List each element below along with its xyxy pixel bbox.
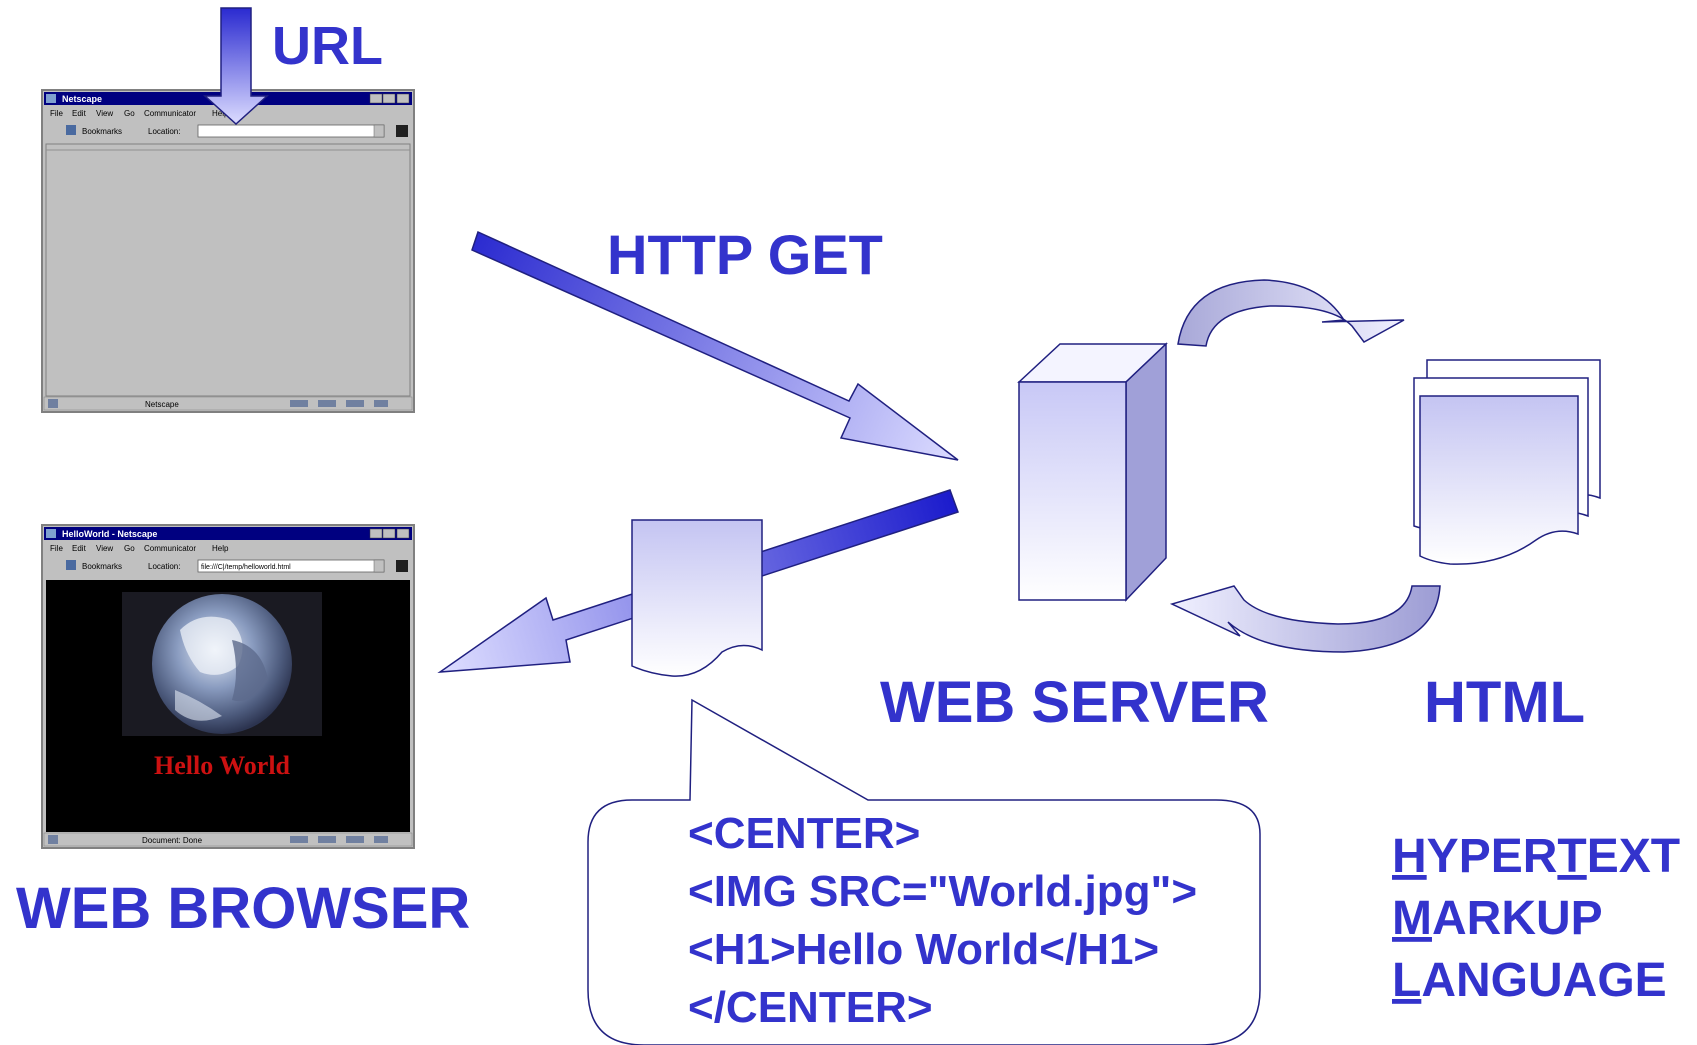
url-arrow bbox=[203, 7, 269, 126]
status-icons bbox=[48, 399, 388, 408]
html-documents-icon bbox=[1413, 359, 1601, 565]
menu-help[interactable]: Help bbox=[212, 109, 229, 118]
browser-logo-icon bbox=[46, 94, 56, 103]
acronym-part: EXT bbox=[1587, 830, 1680, 883]
acronym-initial: L bbox=[1392, 954, 1421, 1007]
browser-window-hello-world: HelloWorld - Netscape File Edit View Go … bbox=[41, 524, 415, 849]
code-line-3: <H1>Hello World</H1> bbox=[688, 925, 1159, 974]
menu-communicator[interactable]: Communicator bbox=[144, 109, 196, 118]
browser-logo-icon bbox=[46, 529, 56, 538]
menu-view[interactable]: View bbox=[96, 544, 113, 553]
http-get-label: HTTP GET bbox=[607, 223, 883, 286]
acronym-initial: M bbox=[1392, 892, 1432, 945]
menu-help[interactable]: Help bbox=[212, 544, 229, 553]
hello-world-heading: Hello World bbox=[154, 751, 291, 780]
acronym-initial: T bbox=[1557, 830, 1586, 883]
web-server-icon bbox=[1017, 342, 1168, 602]
acronym-part: YPER bbox=[1427, 830, 1558, 883]
menu-edit[interactable]: Edit bbox=[72, 109, 87, 118]
acronym-line-language: LANGUAGE bbox=[1392, 954, 1667, 1007]
bookmarks-button[interactable]: Bookmarks bbox=[82, 562, 122, 571]
html-label: HTML bbox=[1424, 670, 1585, 735]
menu-file[interactable]: File bbox=[50, 109, 63, 118]
acronym-initial: H bbox=[1392, 830, 1427, 883]
menu-edit[interactable]: Edit bbox=[72, 544, 87, 553]
acronym-part: ANGUAGE bbox=[1421, 954, 1666, 1007]
menu-bar: File Edit View Go Communicator Help bbox=[50, 109, 229, 118]
http-get-arrow bbox=[471, 230, 959, 461]
curved-arrow-to-server bbox=[1169, 585, 1441, 653]
location-toolbar: Bookmarks Location: bbox=[66, 124, 408, 138]
status-icons bbox=[48, 835, 388, 844]
status-text: Netscape bbox=[145, 400, 179, 409]
menu-bar: File Edit View Go Communicator Help bbox=[50, 544, 229, 553]
acronym-line-markup: MARKUP bbox=[1392, 892, 1603, 945]
menu-view[interactable]: View bbox=[96, 109, 113, 118]
code-line-4: </CENTER> bbox=[688, 983, 933, 1032]
location-label: Location: bbox=[148, 127, 180, 136]
curved-arrow-to-html bbox=[1177, 279, 1405, 347]
code-lines: <CENTER> <IMG SRC="World.jpg"> <H1>Hello… bbox=[688, 809, 1197, 1032]
location-dropdown-button[interactable] bbox=[373, 559, 385, 573]
window-controls[interactable] bbox=[369, 93, 410, 104]
whats-related-icon[interactable] bbox=[396, 125, 408, 137]
window-controls[interactable] bbox=[369, 528, 410, 539]
acronym-line-hypertext: HYPERTEXT bbox=[1392, 830, 1680, 883]
earth-image bbox=[122, 592, 322, 736]
code-line-1: <CENTER> bbox=[688, 809, 920, 858]
window-title: HelloWorld - Netscape bbox=[62, 529, 157, 539]
response-document-icon bbox=[631, 519, 763, 677]
code-line-2: <IMG SRC="World.jpg"> bbox=[688, 867, 1197, 916]
web-browser-label: WEB BROWSER bbox=[16, 876, 470, 941]
location-dropdown-button[interactable] bbox=[373, 124, 385, 138]
acronym-part: ARKUP bbox=[1432, 892, 1603, 945]
web-server-label: WEB SERVER bbox=[880, 670, 1269, 735]
title-bar bbox=[44, 527, 412, 540]
url-label: URL bbox=[272, 16, 383, 76]
html-acronym: HYPERTEXT MARKUP LANGUAGE bbox=[1392, 830, 1680, 1007]
status-text: Document: Done bbox=[142, 836, 203, 845]
window-title: Netscape bbox=[62, 94, 102, 104]
menu-file[interactable]: File bbox=[50, 544, 63, 553]
location-toolbar: Bookmarks Location: file:///C|/temp/hell… bbox=[66, 559, 408, 573]
menu-go[interactable]: Go bbox=[124, 109, 135, 118]
location-value: file:///C|/temp/helloworld.html bbox=[201, 564, 291, 571]
location-input[interactable] bbox=[197, 124, 385, 138]
menu-go[interactable]: Go bbox=[124, 544, 135, 553]
whats-related-icon[interactable] bbox=[396, 560, 408, 572]
bookmarks-icon bbox=[66, 125, 76, 135]
bookmarks-icon bbox=[66, 560, 76, 570]
bookmarks-button[interactable]: Bookmarks bbox=[82, 127, 122, 136]
location-label: Location: bbox=[148, 562, 180, 571]
browser-window-empty: Netscape File Edit View Go Communicator … bbox=[41, 89, 415, 413]
menu-communicator[interactable]: Communicator bbox=[144, 544, 196, 553]
content-area bbox=[45, 143, 411, 397]
